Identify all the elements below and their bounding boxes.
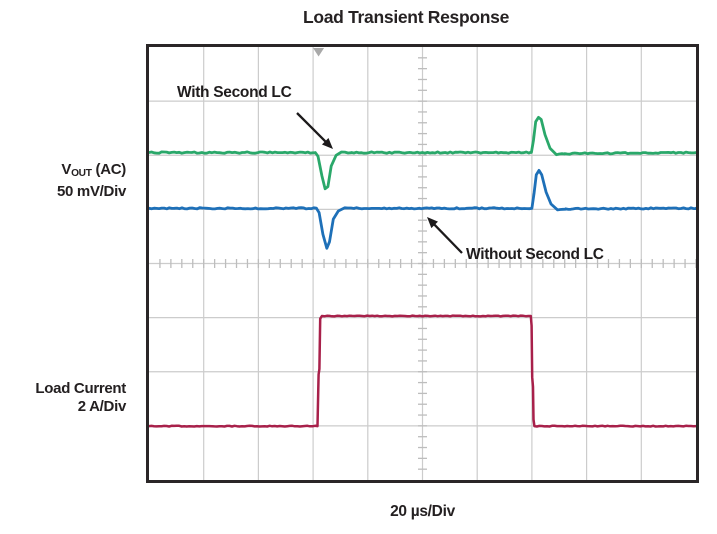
vout-axis-label-scale: 50 mV/Div [56, 182, 126, 200]
plot-area [146, 44, 699, 483]
chart-title: Load Transient Response [302, 7, 510, 27]
annotation-with-second-lc: With Second LC [177, 84, 292, 101]
vout-axis-label-line1: VOUT (AC) [61, 161, 126, 180]
oscilloscope-svg [149, 47, 696, 480]
vout-axis-label: VOUT (AC) 50 mV/Div [0, 161, 128, 200]
load-current-axis-label: Load Current 2 A/Div [0, 380, 128, 415]
time-base-label: 20 µs/Div [390, 503, 455, 520]
load-current-axis-label-scale: 2 A/Div [77, 397, 127, 415]
load-current-axis-label-line1: Load Current [35, 380, 126, 397]
annotation-without-second-lc: Without Second LC [466, 246, 604, 263]
